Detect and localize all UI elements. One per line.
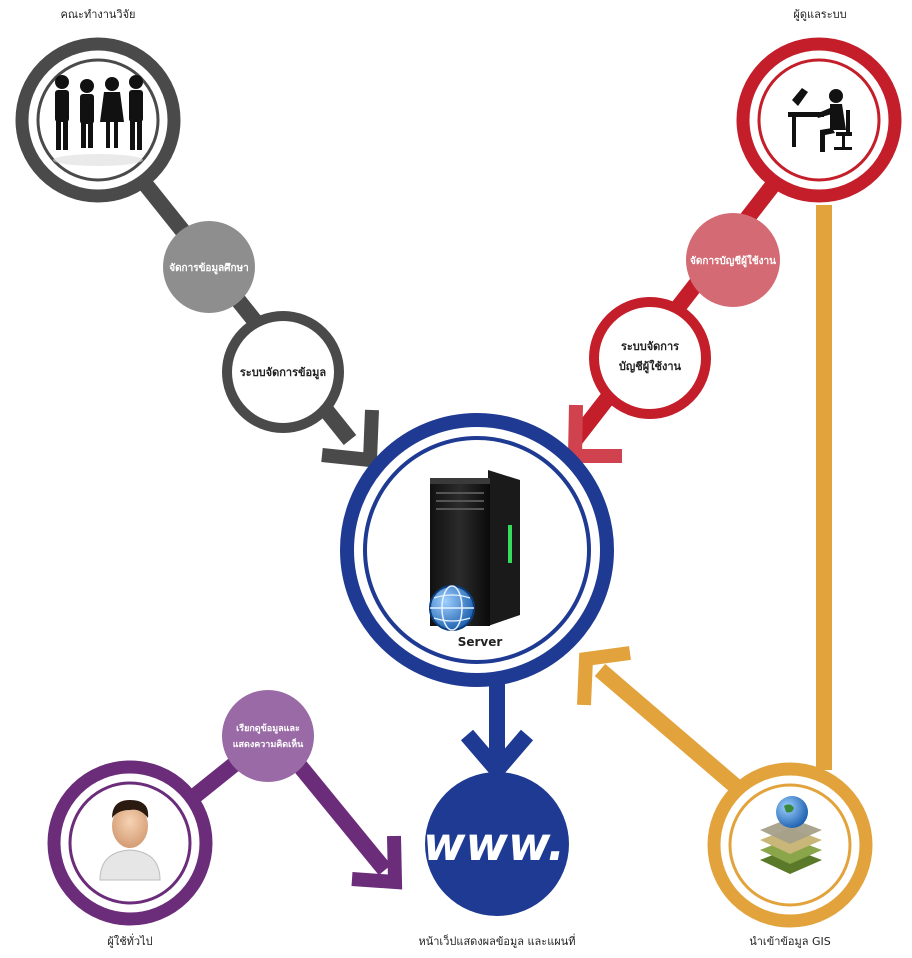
manage-user-accounts-step: จัดการบัญชีผู้ใช้งาน [686,213,780,307]
data-management-system-step: ระบบจัดการข้อมูล [222,311,344,433]
user-account-system-step: ระบบจัดการ บัญชีผู้ใช้งาน [589,297,711,419]
data-management-system-text: ระบบจัดการข้อมูล [240,366,326,380]
gis-layers-globe-icon [760,796,822,874]
general-user-label: ผู้ใช้ทั่วไป [107,933,152,948]
server-to-www-arrowhead [460,729,534,783]
user-avatar-icon [99,800,161,881]
view-data-text-line2: แสดงความคิดเห็น [233,737,304,750]
research-team-label: คณะทำงานวิจัย [60,8,135,21]
www-icon: www. [423,817,565,871]
manage-user-accounts-text: จัดการบัญชีผู้ใช้งาน [690,254,776,268]
user-account-system-text-line2: บัญชีผู้ใช้งาน [619,359,682,374]
admin-label: ผู้ดูแลระบบ [793,8,846,21]
server-label: Server [458,635,503,649]
gis-arrowhead [577,646,631,706]
research-team-node [15,37,181,203]
general-user-node [47,760,213,926]
website-label: หน้าเว็ปแสดงผลข้อมูล และแผนที่ [418,933,575,948]
manage-study-data-text: จัดการข้อมูลศึกษา [169,262,249,275]
server-tower-icon [430,470,520,626]
admin-node [736,37,902,203]
person-at-desk-icon [788,88,852,152]
gis-node [707,762,873,928]
business-people-icon [55,75,143,150]
research-arrowhead [321,409,379,468]
user-account-system-text-line1: ระบบจัดการ [621,340,679,353]
network-globe-icon [429,585,475,631]
general-to-www-connector [288,754,392,876]
manage-study-data-step: จัดการข้อมูลศึกษา [163,221,255,313]
view-data-step: เรียกดูข้อมูลและ แสดงความคิดเห็น [222,690,314,782]
gis-diagonal-connector [594,663,746,797]
www-node: www. [423,772,569,916]
gis-import-label: นำเข้าข้อมูล GIS [749,935,831,948]
view-data-text-line1: เรียกดูข้อมูลและ [236,723,300,734]
general-arrowhead [351,835,403,890]
server-node: Server [340,413,614,687]
